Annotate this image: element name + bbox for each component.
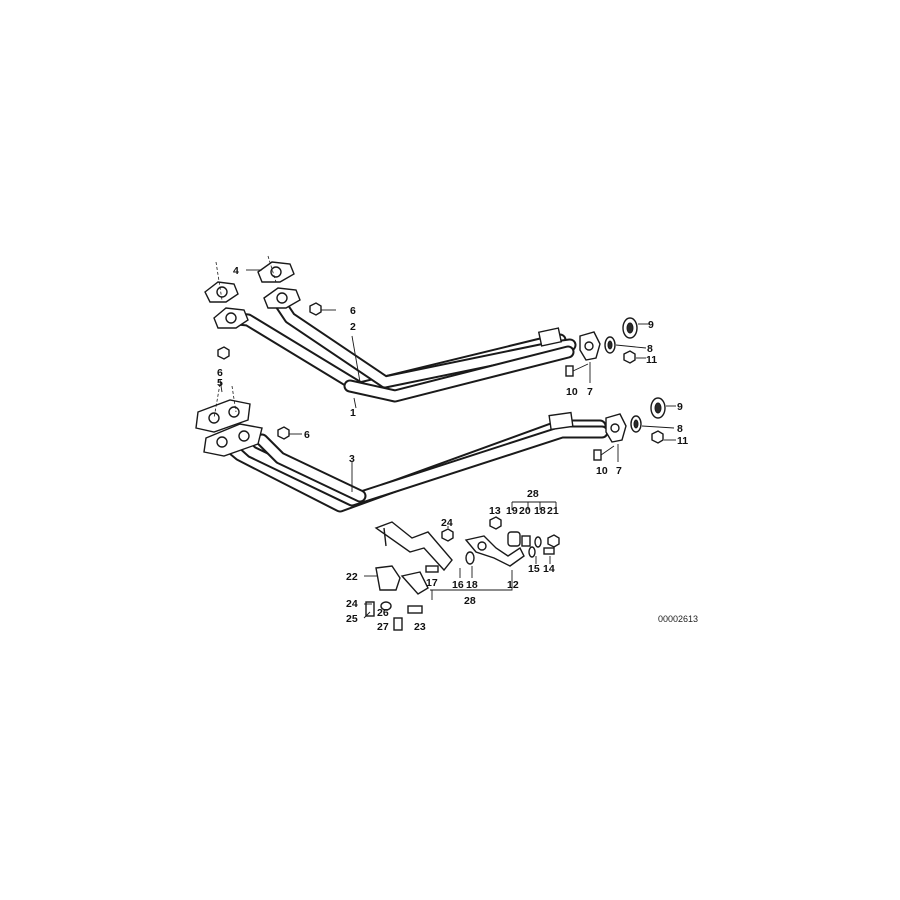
ring-lower-9 [650, 397, 666, 419]
callout-9-lower: 9 [677, 401, 683, 413]
callout-19: 19 [506, 505, 518, 517]
callout-11-upper: 11 [646, 354, 657, 366]
front-pipe-lower [215, 411, 609, 513]
gasket-upper-right [257, 261, 295, 283]
callout-20: 20 [519, 505, 531, 517]
callout-11-lower: 11 [677, 435, 688, 447]
clamp-upper [579, 331, 601, 361]
callout-4: 4 [233, 265, 239, 277]
gasket-upper-left [204, 281, 239, 303]
callout-28-top: 28 [527, 488, 539, 500]
callout-9-upper: 9 [648, 319, 654, 331]
nut-upper-11 [623, 350, 636, 364]
washer-26 [380, 601, 392, 611]
callout-18-b: 18 [466, 579, 478, 591]
callout-21: 21 [547, 505, 559, 517]
washer-15 [528, 546, 536, 558]
diagram-reference-code: 00002613 [658, 614, 699, 624]
callout-6-upper: 6 [350, 305, 356, 317]
strap-12 [464, 535, 525, 567]
callout-12: 12 [507, 579, 519, 591]
callout-2: 2 [350, 321, 356, 333]
bolt-27 [393, 617, 403, 631]
rubber-mount-19 [507, 531, 521, 547]
callout-22: 22 [346, 571, 358, 583]
bolt-17 [425, 565, 439, 573]
washer-18b [534, 536, 542, 548]
flange-upper-right [263, 287, 301, 309]
bolt-upper-10 [565, 363, 589, 377]
callout-24-upper: 24 [441, 517, 453, 529]
spacer-20 [521, 535, 531, 547]
callout-25: 25 [346, 613, 358, 625]
nut-upper-right [309, 302, 336, 316]
callout-7-upper: 7 [587, 386, 593, 398]
callout-24-lower: 24 [346, 598, 358, 610]
callout-10-lower: 10 [596, 465, 608, 477]
nut-13 [489, 516, 502, 530]
clamp-22 [375, 565, 429, 595]
callout-7-lower: 7 [616, 465, 622, 477]
ring-upper-8 [604, 336, 616, 354]
nut-lower [277, 426, 302, 440]
callout-13: 13 [489, 505, 501, 517]
callouts: 1 2 3 4 5 6 6 6 7 7 8 8 9 9 10 10 11 11 … [217, 265, 688, 633]
callout-5: 5 [217, 377, 223, 389]
ring-upper-9 [622, 317, 638, 339]
washer-18 [465, 551, 475, 565]
callout-10-upper: 10 [566, 386, 578, 398]
clamp-lower [605, 413, 627, 443]
gasket-lower [195, 399, 251, 433]
callout-8-lower: 8 [677, 423, 683, 435]
callout-17: 17 [426, 577, 438, 589]
callout-23: 23 [414, 621, 426, 633]
callout-28-bottom: 28 [464, 595, 476, 607]
nut-24-upper [441, 528, 454, 542]
callout-6-left: 6 [217, 367, 223, 379]
nut-lower-11 [651, 430, 664, 444]
hanger-bracket [374, 521, 453, 572]
callout-26: 26 [377, 607, 389, 619]
bolt-25 [365, 601, 375, 617]
callout-6-lower: 6 [304, 429, 310, 441]
ring-lower-8 [630, 415, 642, 433]
callout-15: 15 [528, 563, 540, 575]
callout-14: 14 [543, 563, 555, 575]
callout-16: 16 [452, 579, 464, 591]
bolt-14 [543, 547, 555, 555]
callout-8-upper: 8 [647, 343, 653, 355]
callout-27: 27 [377, 621, 389, 633]
flange-upper-left [213, 307, 249, 329]
callout-18-a: 18 [534, 505, 546, 517]
front-pipe-upper [221, 293, 577, 403]
nut-21 [547, 534, 560, 548]
flange-lower [203, 423, 263, 457]
callout-1: 1 [350, 407, 356, 419]
callout-3: 3 [349, 453, 355, 465]
bolt-23 [407, 605, 423, 614]
nut-upper-left [217, 346, 230, 360]
bolt-lower-10 [593, 445, 615, 461]
